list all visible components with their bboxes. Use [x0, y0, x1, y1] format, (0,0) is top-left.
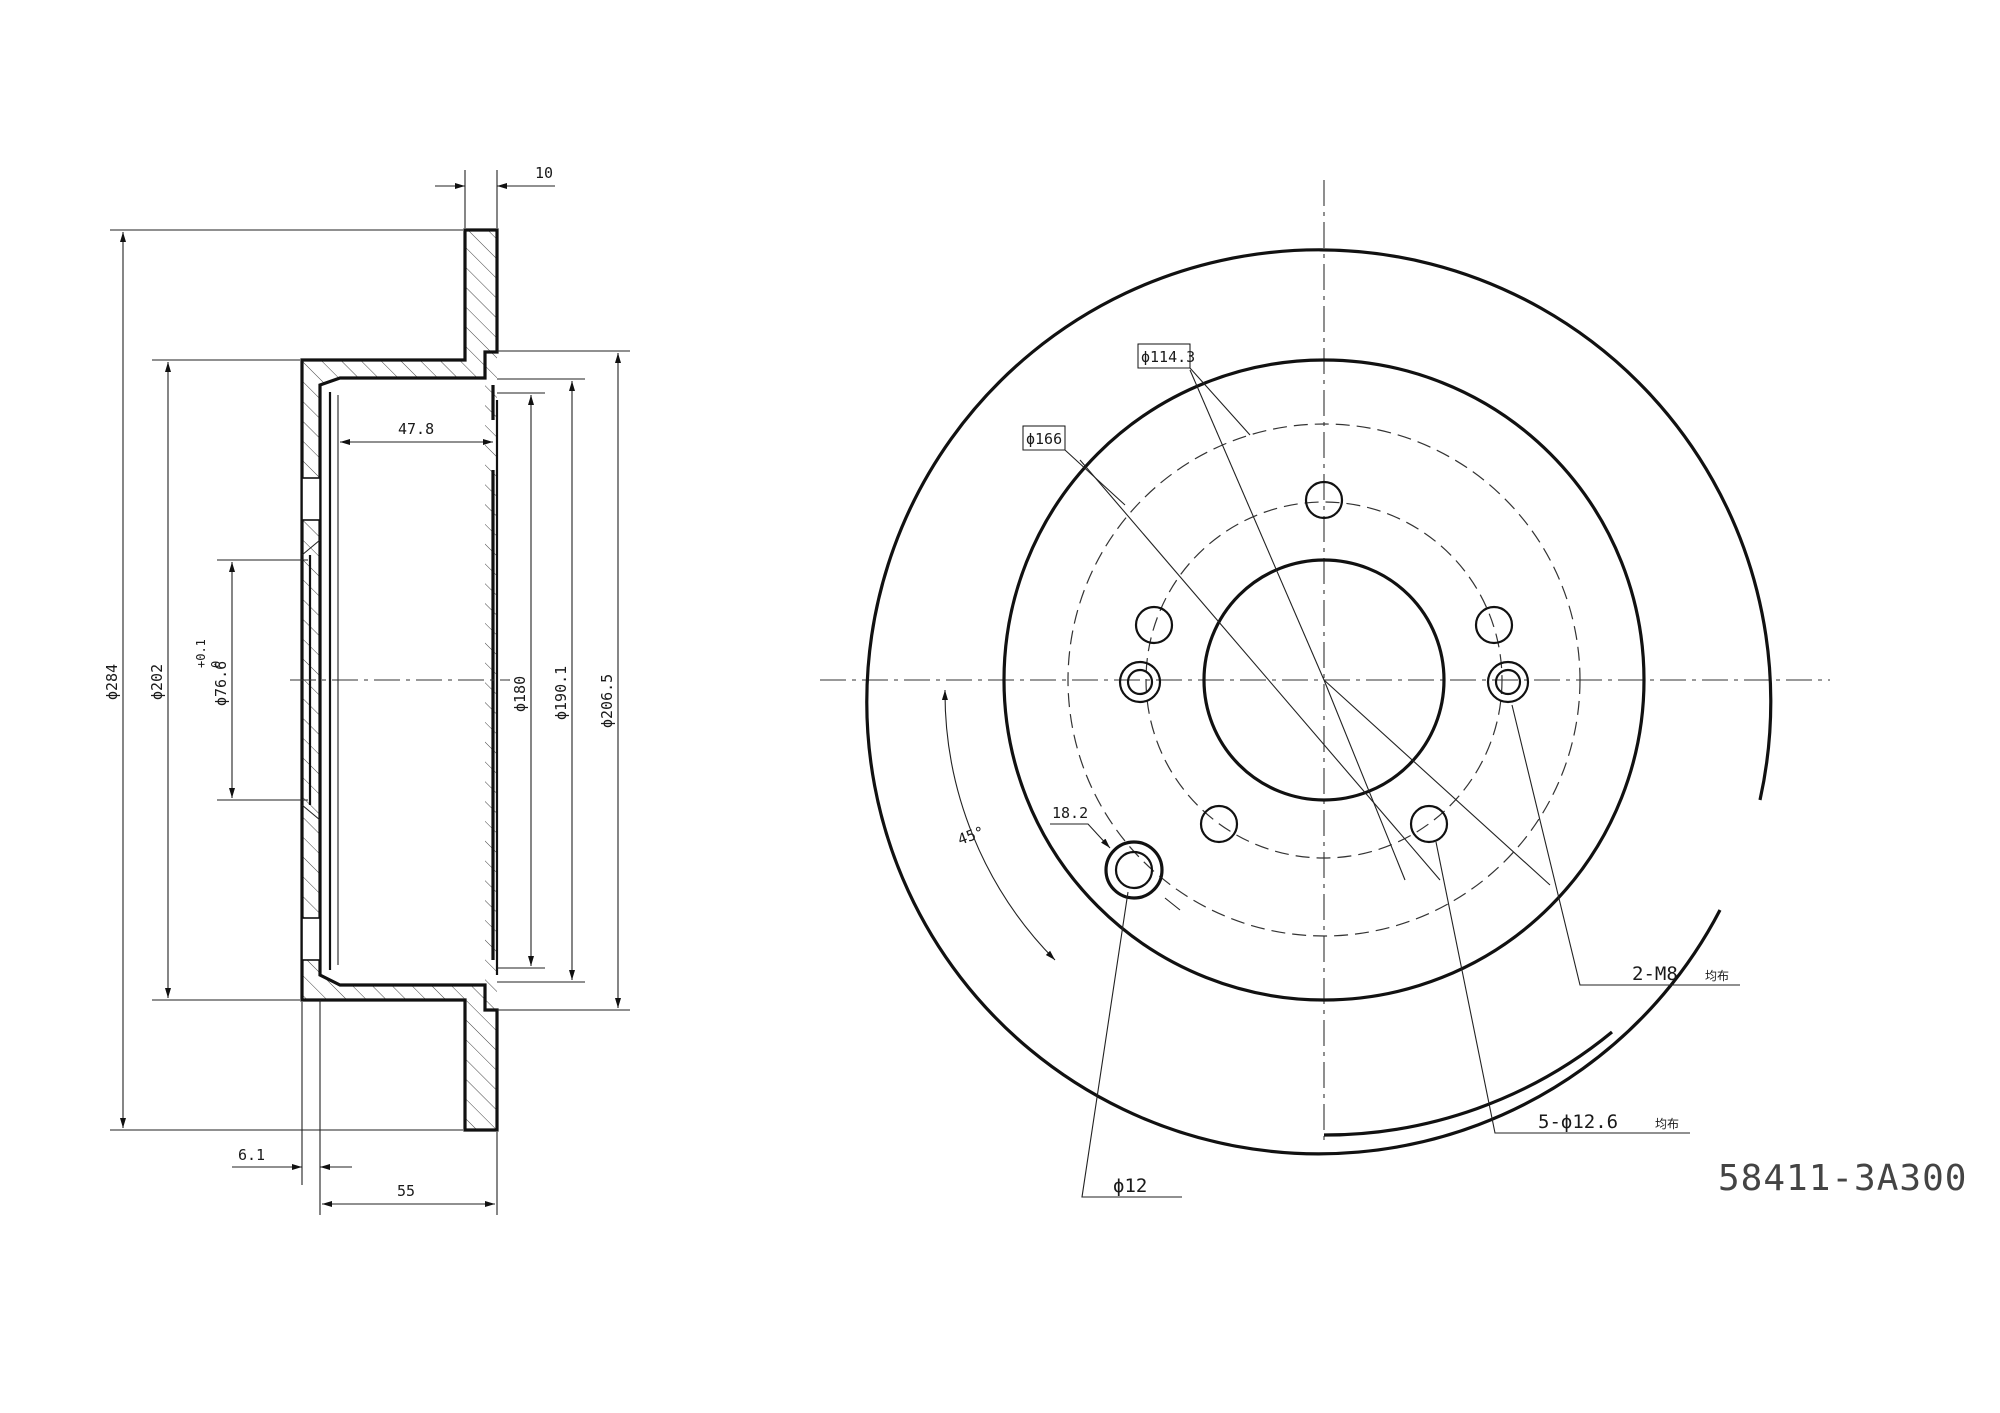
- bolt-hole-top-section: [301, 477, 321, 521]
- lug-hole-4: [1199, 804, 1239, 844]
- label-lug-holes-note: 均布: [1655, 1117, 1679, 1131]
- lug-hole-2: [1474, 605, 1514, 645]
- side-section-view: 10 ϕ284 ϕ202 ϕ76.6 +0.1 0 ϕ180 ϕ190.1 ϕ2…: [103, 164, 630, 1215]
- lug-hole-3: [1409, 804, 1449, 844]
- label-pcd-166: ϕ166: [1026, 430, 1062, 448]
- angle-label: 45°: [955, 823, 987, 849]
- dim-inner-180: ϕ180: [511, 676, 529, 712]
- pcd-circle-114: [1145, 501, 1503, 859]
- dim-outer-diameter: ϕ284: [103, 664, 121, 700]
- dim-hat-thickness: 6.1: [238, 1146, 265, 1164]
- label-thread: 2-M8: [1632, 963, 1678, 985]
- disc-outer-edge: [865, 248, 1773, 1156]
- dim-hat-diameter: ϕ202: [148, 664, 166, 700]
- hat-cavity: [320, 378, 485, 985]
- label-pcd-114: ϕ114.3: [1141, 348, 1195, 366]
- hat-outer-edge: [1002, 358, 1646, 1002]
- dim-depth: 47.8: [398, 420, 434, 438]
- threaded-hole-right-inner: [1494, 668, 1522, 696]
- center-bore: [1202, 558, 1446, 802]
- dim-inner-190: ϕ190.1: [552, 666, 570, 720]
- threaded-hole-right: [1486, 660, 1530, 704]
- label-counterbore-18: 18.2: [1052, 804, 1088, 822]
- pcd-circle-166: [1067, 423, 1581, 937]
- dim-bore-tolerance-upper: +0.1: [194, 639, 208, 668]
- part-number: 58411-3A300: [1718, 1158, 1967, 1199]
- front-view: 45° ϕ114.3 ϕ166 18.2 2-M8 均布 5-ϕ12.6 均布 …: [820, 180, 1830, 1198]
- rotor-section-outline: [300, 228, 499, 1132]
- lug-hole-1: [1304, 480, 1344, 520]
- threaded-hole-left: [1118, 660, 1162, 704]
- label-thread-note: 均布: [1705, 969, 1729, 983]
- threaded-hole-left-inner: [1126, 668, 1154, 696]
- dim-height: 55: [397, 1182, 415, 1200]
- label-dia-12: ϕ12: [1113, 1175, 1147, 1197]
- dim-thickness-10: 10: [535, 164, 553, 182]
- counterbore-hole-inner: [1114, 850, 1154, 890]
- lug-hole-5: [1134, 605, 1174, 645]
- dim-bore-tolerance-lower: 0: [209, 661, 223, 668]
- counterbore-hole-outer: [1104, 840, 1164, 900]
- dim-inner-206: ϕ206.5: [598, 674, 616, 728]
- dim-bore-diameter: ϕ76.6: [212, 661, 230, 706]
- disc-friction-edge: [1323, 1030, 1614, 1137]
- label-lug-holes: 5-ϕ12.6: [1538, 1111, 1618, 1133]
- bolt-hole-bottom-section: [301, 917, 321, 961]
